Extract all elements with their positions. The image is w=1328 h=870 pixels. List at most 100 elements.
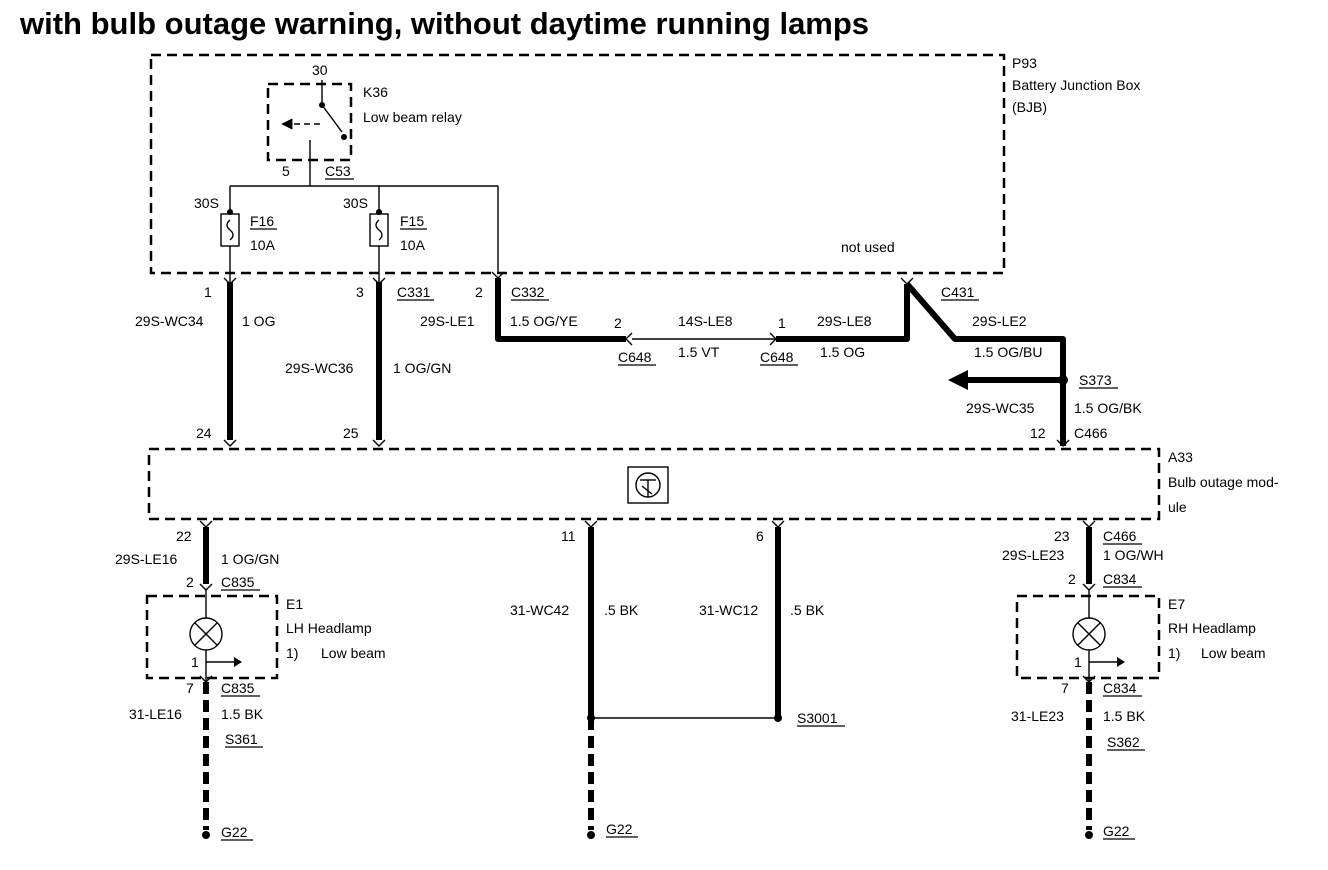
wc12-pin: 6 [756,528,764,544]
bulb-outage-module-outline [147,447,1161,521]
c648a-connector: C648 [618,349,652,365]
e7-id: E7 [1168,596,1185,612]
e7gnd-connector: C834 [1103,680,1137,696]
a33-name-line2: ule [1168,499,1187,515]
le8-spec: 1.5 OG [820,344,865,360]
c648b-connector: C648 [760,349,794,365]
rh-headlamp-outline [1015,594,1161,680]
wire3-circuit: 29S-WC36 [285,360,354,376]
e7gnd-circuit: 31-LE23 [1011,708,1064,724]
le2-circuit: 29S-LE2 [972,313,1027,329]
le16-pin: 22 [176,528,192,544]
g22-middle: G22 [606,821,633,837]
wire-29s-le1 [495,278,626,342]
wire1-pin-lower: 24 [196,425,212,441]
e1-note-num: 1) [286,645,298,661]
wire1-spec: 1 OG [242,313,275,329]
wire2-pin: 2 [475,284,483,300]
diagram-title: with bulb outage warning, without daytim… [19,6,869,41]
le23-connector: C466 [1103,528,1137,544]
e7-note: Low beam [1201,645,1266,661]
wire3-pin: 3 [356,284,364,300]
e1gnd-spec: 1.5 BK [221,706,264,722]
wire-29s-le8 [776,284,910,342]
s373-arrow-icon [948,370,968,390]
wc42-spec: .5 BK [604,602,639,618]
module-transistor-icon [627,466,669,504]
e7gnd-pin: 7 [1061,680,1069,696]
e1-lamp-pin: 1 [191,654,199,670]
c648b-pin: 1 [778,315,786,331]
wire-29s-le2 [904,282,1066,446]
le2-spec: 1.5 OG/BU [974,344,1042,360]
mid-circuit: 14S-LE8 [678,313,733,329]
wc35-pin: 12 [1030,425,1046,441]
le16-spec: 1 OG/GN [221,551,279,567]
relay-connector-c53: C53 [325,163,351,179]
le8-circuit: 29S-LE8 [817,313,872,329]
battery-junction-box-outline [149,53,1006,275]
le16-circuit: 29S-LE16 [115,551,177,567]
a33-name-line1: Bulb outage mod- [1168,474,1279,490]
e1gnd-pin: 7 [186,680,194,696]
c648a-pin: 2 [614,315,622,331]
g22-left: G22 [221,824,248,840]
e7-note-num: 1) [1168,645,1180,661]
lh-bulb-icon [189,617,223,651]
le16-connector: C835 [221,574,255,590]
le16-pin2: 2 [186,574,194,590]
wc12-spec: .5 BK [790,602,825,618]
le23-pin2: 2 [1068,571,1076,587]
le23-spec: 1 OG/WH [1103,547,1164,563]
wire2-spec: 1.5 OG/YE [510,313,578,329]
f16-rating: 10A [250,237,276,253]
e1-id: E1 [286,596,303,612]
e1gnd-circuit: 31-LE16 [129,706,182,722]
f15-id: F15 [400,213,424,229]
wire3-connector: C331 [397,284,431,300]
wire1-circuit: 29S-WC34 [135,313,204,329]
wc35-circuit: 29S-WC35 [966,400,1035,416]
wc35-connector: C466 [1074,425,1108,441]
wc42-circuit: 31-WC42 [510,602,569,618]
relay-switch-symbol [281,80,347,160]
relay-pin-30: 30 [312,62,328,78]
s3001-label: S3001 [797,710,838,726]
s362-label: S362 [1107,734,1140,750]
lh-headlamp-outline [145,594,279,680]
relay-pin-5: 5 [282,163,290,179]
e7gnd-spec: 1.5 BK [1103,708,1146,724]
wire1-pin: 1 [204,284,212,300]
e1gnd-connector: C835 [221,680,255,696]
mid-spec: 1.5 VT [678,344,720,360]
f16-id: F16 [250,213,274,229]
rh-bulb-icon [1072,617,1106,651]
relay-name: Low beam relay [363,109,462,125]
wire2-connector: C332 [511,284,545,300]
relay-id: K36 [363,84,388,100]
bjb-not-used-label: not used [841,239,895,255]
bjb-abbr: (BJB) [1012,99,1047,115]
e7-lamp-pin: 1 [1074,654,1082,670]
le23-circuit: 29S-LE23 [1002,547,1064,563]
e1-note: Low beam [321,645,386,661]
e1-name: LH Headlamp [286,620,372,636]
wc35-spec: 1.5 OG/BK [1074,400,1142,416]
f16-pin-30s: 30S [194,195,219,211]
le23-pin: 23 [1054,528,1070,544]
bjb-id: P93 [1012,55,1037,71]
wc42-pin: 11 [561,528,576,544]
c431-connector: C431 [941,284,975,300]
wc12-circuit: 31-WC12 [699,602,758,618]
wire3-pin-lower: 25 [343,425,359,441]
s361-label: S361 [225,731,258,747]
g22-right: G22 [1103,823,1130,839]
f15-pin-30s: 30S [343,195,368,211]
wire2-circuit: 29S-LE1 [420,313,475,329]
s373-label: S373 [1079,372,1112,388]
a33-id: A33 [1168,449,1193,465]
bjb-name: Battery Junction Box [1012,77,1140,93]
f15-rating: 10A [400,237,426,253]
le23-connector2: C834 [1103,571,1137,587]
